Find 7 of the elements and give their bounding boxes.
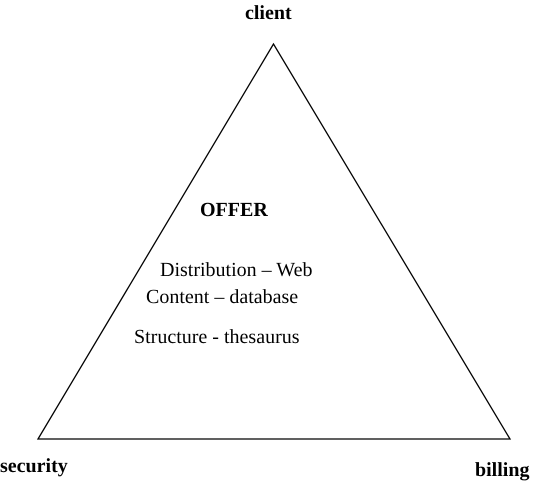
heading: OFFER [200, 200, 268, 220]
text-line: Distribution – Web [160, 260, 312, 280]
corner-label: client [245, 3, 292, 23]
corner-label: billing [475, 460, 530, 480]
corner-label: security [0, 456, 68, 476]
text-line: Structure - thesaurus [134, 327, 300, 347]
text-line: Content – database [146, 287, 298, 307]
